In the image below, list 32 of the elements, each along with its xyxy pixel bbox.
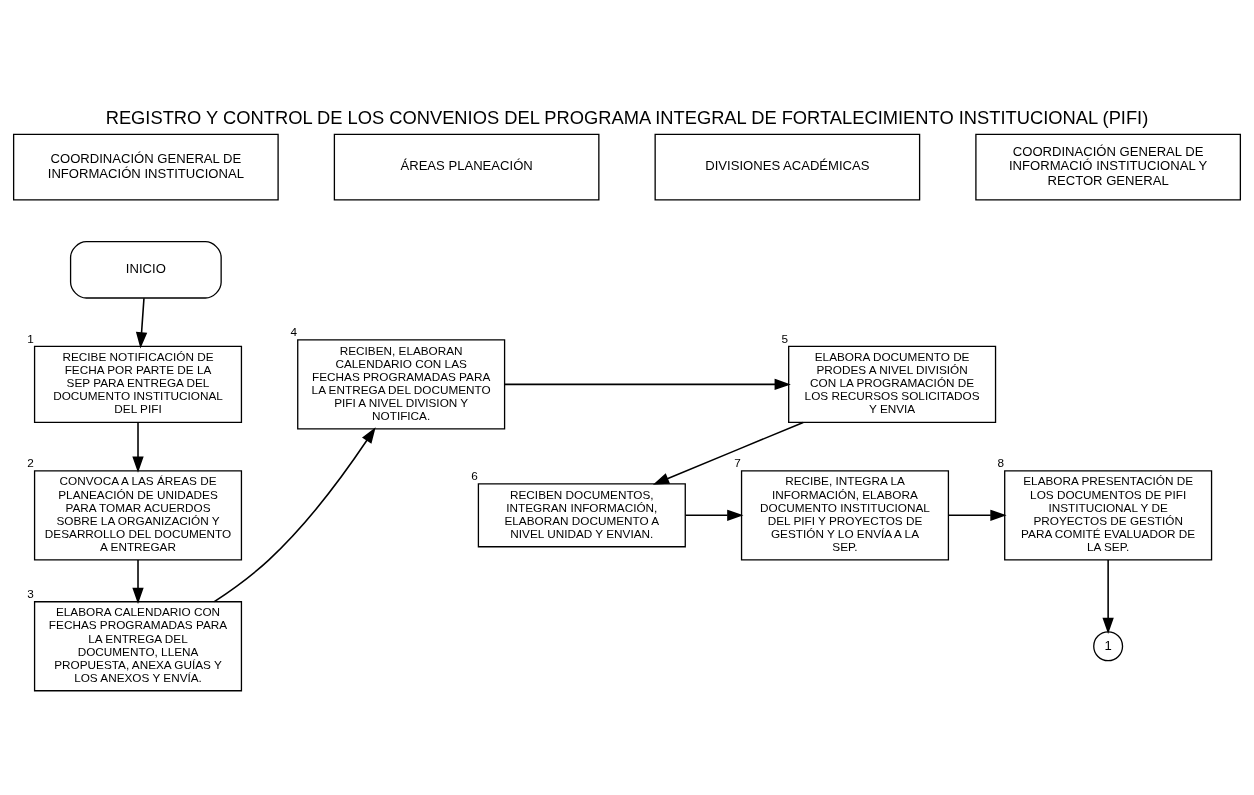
node-box: ELABORA CALENDARIO CON FECHAS PROGRAMADAS PARA LA ENTREGA DEL DOCUMENTO, LLENA PROPUESTA, ANEXA GUÍAS Y LOS ANEXOS Y ENVÍA.	[33, 601, 243, 692]
node-box: RECIBE, INTEGRA LA INFORMACIÓN, ELABORA DOCUMENTO INSTITUCIONAL DEL PIFI Y PROYECTOS DE GESTIÓN Y LO ENVÍA A LA SEP.	[740, 470, 950, 561]
node-box: CONVOCA A LAS ÁREAS DE PLANEACIÓN DE UNIDADES PARA TOMAR ACUERDOS SOBRE LA ORGANIZACIÓN Y DESARROLLO DEL DOCUMENTO A ENTREGAR	[33, 470, 243, 561]
node-box: ELABORA PRESENTACIÓN DE LOS DOCUMENTOS DE PIFI INSTITUCIONAL Y DE PROYECTOS DE GESTIÓN PARA COMITÉ EVALUADOR DE LA SEP.	[1004, 470, 1213, 561]
arrow	[948, 509, 1007, 521]
node-box: RECIBEN DOCUMENTOS, INTEGRAN INFORMACIÓN, ELABORAN DOCUMENTO A NIVEL UNIDAD Y ENVIAN.	[477, 483, 686, 548]
arrow	[652, 421, 804, 485]
node-label: 1	[27, 331, 34, 345]
arrow	[684, 509, 744, 521]
node-box: ÁREAS PLANEACIÓN	[333, 133, 600, 201]
arrow	[132, 559, 144, 604]
arrow	[132, 421, 144, 473]
node-box: RECIBE NOTIFICACIÓN DE FECHA POR PARTE DE LA SEP PARA ENTREGA DEL DOCUMENTO INSTITUCIONAL DEL PIFI	[33, 345, 243, 424]
arrow	[503, 378, 791, 391]
node-box: COORDINACIÓN GENERAL DE INFORMACIÓN INSTITUCIONAL	[12, 133, 279, 201]
arrow	[135, 297, 148, 349]
node-box: DIVISIONES ACADÉMICAS	[654, 133, 921, 201]
node-box: INICIO	[69, 241, 222, 299]
node-label: 4	[290, 325, 298, 339]
node-label: 2	[27, 456, 34, 470]
node-box: RECIBEN, ELABORAN CALENDARIO CON LAS FECHAS PROGRAMADAS PARA LA ENTREGA DEL DOCUMENTO PIFI A NIVEL DIVISION Y NOTIFICA.	[297, 339, 506, 430]
node-label: 6	[471, 469, 478, 483]
node-label: 8	[997, 456, 1005, 470]
node-label: 7	[734, 456, 741, 470]
node-label: 3	[27, 587, 34, 601]
arrow	[1102, 559, 1114, 634]
arrow	[213, 427, 376, 603]
diagram-title: REGISTRO Y CONTROL DE LOS CONVENIOS DEL PROGRAMA INTEGRAL DE FORTALECIMIENTO INSTITUCIONAL (PIFI)	[105, 107, 1149, 129]
node-box: COORDINACIÓN GENERAL DE INFORMACIÓ INSTITUCIONAL Y RECTOR GENERAL	[975, 133, 1242, 201]
node-label: 5	[781, 331, 789, 345]
node-box: ELABORA DOCUMENTO DE PRODES A NIVEL DIVISIÓN CON LA PROGRAMACIÓN DE LOS RECURSOS SOLICITADOS Y ENVIA	[788, 345, 997, 424]
node-circle: 1	[1093, 631, 1124, 662]
